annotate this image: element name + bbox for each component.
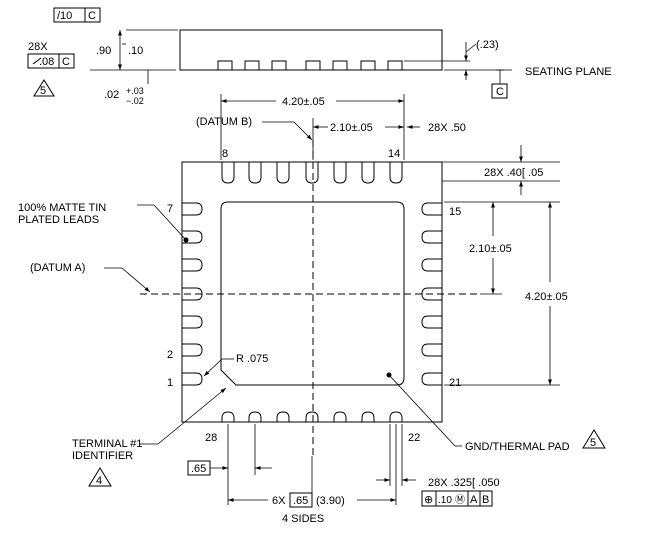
dim-210-right: 2.10±.05 bbox=[469, 243, 512, 255]
fcf-datum-a: A bbox=[470, 494, 478, 506]
pin-8: 8 bbox=[222, 148, 228, 160]
four-sides-label: 4 SIDES bbox=[282, 513, 324, 525]
flatness-datum: C bbox=[88, 10, 96, 22]
note-flag-5-bottom: 5 bbox=[582, 429, 606, 449]
dim-65-value: .65 bbox=[191, 463, 206, 475]
side-view bbox=[90, 29, 512, 84]
dim-10: .10 bbox=[128, 45, 143, 57]
dim-420-top: 4.20±.05 bbox=[282, 96, 325, 108]
fcf-modifier: Ⓜ bbox=[455, 494, 465, 506]
datum-b-label: (DATUM B) bbox=[196, 116, 252, 128]
count-28x-left: 28X bbox=[28, 41, 48, 53]
matte-tin-line1: 100% MATTE TIN bbox=[18, 202, 106, 214]
pin-7: 7 bbox=[167, 203, 173, 215]
dim-65-box: .65 bbox=[187, 460, 211, 476]
bottom-leads bbox=[221, 411, 403, 422]
dim-02-plus: +.03 bbox=[126, 86, 144, 96]
r-075-label: R .075 bbox=[236, 353, 268, 365]
pin-2: 2 bbox=[167, 349, 173, 361]
top-leads bbox=[221, 162, 403, 184]
dim-28x-325: 28X .325[ .050 bbox=[428, 477, 500, 489]
coplanarity-value: .08 bbox=[39, 56, 54, 68]
position-tolerance-frame: ⊕ .10 Ⓜ A B bbox=[421, 490, 493, 507]
datum-a-label: (DATUM A) bbox=[30, 262, 85, 274]
note-flag-5-top-label: 5 bbox=[40, 85, 46, 97]
dim-6x-suffix: (3.90) bbox=[316, 495, 345, 507]
bottom-view bbox=[140, 140, 478, 455]
pin-1: 1 bbox=[167, 377, 173, 389]
dim-6x-prefix: 6X bbox=[272, 495, 286, 507]
terminal-1-line2: IDENTIFIER bbox=[72, 450, 133, 462]
fcf-datum-b: B bbox=[482, 494, 489, 506]
dim-6x-box-value: .65 bbox=[293, 495, 308, 507]
dim-23: (.23) bbox=[476, 39, 499, 51]
matte-tin-line2: PLATED LEADS bbox=[18, 214, 99, 226]
flatness-value: /10 bbox=[57, 10, 72, 22]
pin-22: 22 bbox=[408, 432, 420, 444]
dim-6x-box: .65 bbox=[289, 492, 313, 508]
fcf-position-symbol: ⊕ bbox=[424, 494, 433, 506]
dim-90: .90 bbox=[96, 45, 111, 57]
dim-02: .02 bbox=[104, 89, 119, 101]
dim-420-right: 4.20±.05 bbox=[525, 291, 568, 303]
pin-28: 28 bbox=[205, 432, 217, 444]
note-flag-5-bottom-label: 5 bbox=[590, 437, 596, 449]
pin-15: 15 bbox=[449, 206, 461, 218]
dim-02-minus: −.02 bbox=[126, 96, 144, 106]
package-side-body bbox=[179, 29, 443, 71]
datum-c-label: C bbox=[496, 86, 504, 98]
seating-plane-label: SEATING PLANE bbox=[525, 66, 612, 78]
pin-14: 14 bbox=[388, 148, 400, 160]
note-flag-4-label: 4 bbox=[96, 475, 102, 487]
fcf-value: .10 bbox=[438, 495, 452, 506]
datum-c-box: C bbox=[491, 83, 508, 99]
coplanarity-datum: C bbox=[62, 56, 70, 68]
dim-210-top: 2.10±.05 bbox=[330, 122, 373, 134]
thermal-pad bbox=[220, 201, 405, 386]
terminal-1-line1: TERMINAL #1 bbox=[72, 438, 143, 450]
dim-28x-50: 28X .50 bbox=[428, 122, 466, 134]
side-leads bbox=[217, 60, 403, 71]
package-outline bbox=[181, 161, 443, 423]
gnd-thermal-pad-label: GND/THERMAL PAD bbox=[465, 441, 570, 453]
note-flag-5-top: 5 bbox=[33, 79, 55, 97]
pin-21: 21 bbox=[449, 377, 461, 389]
flatness-frame: /10 C bbox=[53, 7, 101, 23]
note-flag-4: 4 bbox=[88, 467, 112, 487]
dim-28x-40: 28X .40[ .05 bbox=[484, 167, 543, 179]
coplanarity-frame: .08 C bbox=[27, 53, 75, 69]
